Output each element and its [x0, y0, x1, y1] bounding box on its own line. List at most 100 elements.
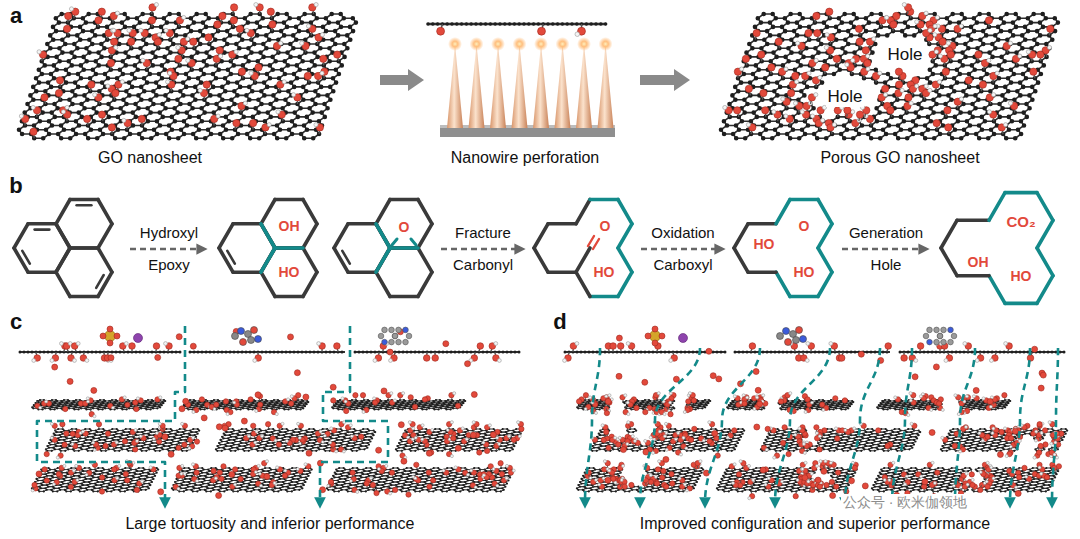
- water-molecule: [179, 406, 185, 412]
- hydrogen-atom: [829, 342, 833, 346]
- hydrogen-atom: [450, 455, 453, 458]
- hydrogen-atom: [924, 84, 928, 88]
- hydrogen-atom: [453, 392, 456, 395]
- bond: [989, 193, 1005, 221]
- bond: [348, 222, 376, 226]
- solute-atom: [389, 339, 395, 345]
- hydrogen-atom: [192, 436, 195, 439]
- hydrogen-atom: [784, 67, 788, 71]
- hydrogen-atom: [584, 407, 587, 410]
- oxygen-atom: [238, 476, 243, 481]
- hydrogen-atom: [282, 80, 286, 84]
- water-molecule: [443, 341, 449, 347]
- hydrogen-atom: [341, 397, 344, 400]
- hydrogen-atom: [261, 435, 264, 438]
- hydrogen-atom: [982, 397, 985, 400]
- hydrogen-atom: [505, 464, 508, 467]
- bond: [776, 272, 790, 296]
- oxygen-atom: [56, 471, 61, 476]
- hydrogen-atom: [253, 359, 257, 363]
- hydrogen-atom: [665, 432, 668, 435]
- water-molecule: [387, 349, 393, 355]
- hydrogen-atom: [158, 422, 161, 425]
- hydrogen-atom: [1026, 50, 1030, 54]
- nanowire-tip: [448, 37, 462, 51]
- hydrogen-atom: [496, 484, 499, 487]
- hydrogen-atom: [807, 71, 811, 75]
- hydrogen-atom: [472, 421, 475, 424]
- water-molecule: [155, 355, 161, 361]
- bond: [957, 274, 989, 278]
- oxygen-atom: [604, 429, 609, 434]
- water-molecule: [91, 387, 97, 393]
- hydrogen-atom: [665, 448, 668, 451]
- nanowire-cone: [555, 44, 571, 128]
- hydrogen-atom: [957, 413, 960, 416]
- oxygen-atom: [133, 447, 138, 452]
- hydrogen-atom: [975, 359, 979, 363]
- bond: [618, 224, 632, 248]
- hydrogen-atom: [649, 436, 652, 439]
- bond: [261, 272, 275, 296]
- water-molecule: [216, 493, 222, 499]
- hydrogen-atom: [124, 342, 128, 346]
- bond: [261, 248, 275, 272]
- oxygen-atom: [95, 17, 102, 24]
- hydrogen-atom: [944, 359, 948, 363]
- oxygen-atom: [805, 29, 812, 36]
- hydrogen-atom: [141, 58, 145, 62]
- oxygen-atom: [833, 396, 838, 401]
- water-molecule: [470, 432, 476, 438]
- oxygen-atom: [414, 462, 419, 467]
- oxygen-atom: [182, 442, 187, 447]
- hydrogen-atom: [111, 406, 114, 409]
- hydrogen-atom: [134, 428, 137, 431]
- bond: [818, 272, 832, 296]
- oxygen-atom: [350, 470, 355, 475]
- oxygen-atom: [426, 470, 431, 475]
- bond: [534, 248, 548, 272]
- hydrogen-atom: [924, 11, 928, 15]
- oxygen-atom: [236, 25, 243, 32]
- oxygen-atom: [63, 25, 70, 32]
- hydrogen-atom: [963, 342, 967, 346]
- oxygen-atom: [112, 89, 119, 96]
- oxygen-atom: [734, 107, 741, 114]
- bond: [376, 200, 390, 224]
- bond: [418, 248, 432, 272]
- water-molecule: [108, 355, 114, 361]
- oxygen-atom: [583, 393, 588, 398]
- bond: [303, 272, 317, 296]
- hydrogen-atom: [470, 469, 473, 472]
- hydrogen-atom: [276, 466, 279, 469]
- oxygen-atom: [68, 484, 73, 489]
- oxygen-atom: [44, 478, 49, 483]
- oxygen-atom: [62, 442, 67, 447]
- oxygen-atom: [887, 107, 894, 114]
- solute-atom: [396, 327, 402, 333]
- solute-atom: [107, 340, 113, 346]
- oxygen-atom: [947, 51, 954, 58]
- bond: [790, 295, 818, 299]
- oxygen-atom: [216, 47, 223, 54]
- solute-atom: [392, 333, 398, 339]
- oxygen-atom: [267, 8, 274, 15]
- oxygen-atom: [692, 426, 697, 431]
- hydrogen-atom: [461, 427, 464, 430]
- bond: [303, 224, 317, 248]
- hydrogen-atom: [118, 464, 121, 467]
- oxygen-atom: [176, 445, 181, 450]
- hydrogen-atom: [37, 50, 41, 54]
- hydrogen-atom: [330, 427, 333, 430]
- oxygen-atom: [238, 68, 245, 75]
- bond: [233, 270, 261, 274]
- molecule: [734, 200, 832, 297]
- hydrogen-atom: [498, 359, 502, 363]
- nanowire-tip: [513, 37, 527, 51]
- oxygen-atom: [885, 343, 892, 350]
- hydrogen-atom: [663, 435, 666, 438]
- bond: [98, 200, 112, 224]
- bond: [376, 248, 390, 272]
- nanowire-tip: [491, 37, 505, 51]
- hydrogen-atom: [909, 101, 913, 105]
